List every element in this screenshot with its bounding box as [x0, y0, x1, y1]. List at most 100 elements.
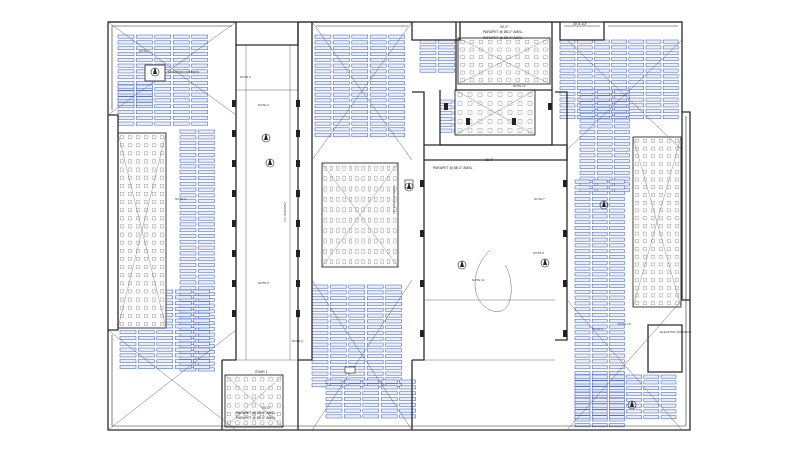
- solar-panel: [333, 98, 350, 103]
- solar-panel: [330, 360, 347, 364]
- mechanical-cell: [152, 200, 156, 204]
- mechanical-cell: [323, 186, 327, 192]
- mechanical-cell: [152, 281, 156, 286]
- solar-panel: [179, 164, 197, 169]
- mechanical-cell: [120, 135, 124, 139]
- solar-panel: [609, 266, 625, 271]
- mechanical-cell: [342, 165, 346, 171]
- solar-panel: [154, 110, 172, 114]
- solar-panel: [191, 92, 208, 97]
- solar-panel: [591, 208, 608, 213]
- note-label: NOTE 9: [592, 327, 603, 331]
- solar-panel: [574, 336, 591, 341]
- mechanical-cell: [643, 293, 647, 298]
- mechanical-cell: [457, 101, 463, 106]
- solar-panel: [628, 51, 645, 56]
- solar-panel: [662, 74, 679, 79]
- mechanical-cell: [368, 207, 371, 213]
- solar-panel: [314, 69, 332, 74]
- mechanical-cell: [152, 314, 156, 318]
- mechanical-cell: [342, 186, 346, 192]
- mechanical-cell: [651, 285, 655, 290]
- solar-panel: [314, 121, 332, 126]
- solar-panel: [366, 302, 384, 306]
- solar-panel: [179, 181, 197, 186]
- solar-panel: [626, 409, 642, 414]
- solar-panel: [366, 319, 384, 324]
- solar-panel: [662, 80, 679, 85]
- mechanical-cell: [380, 165, 384, 171]
- solar-panel: [117, 110, 135, 114]
- solar-panel: [609, 249, 625, 254]
- mechanical-cell: [380, 207, 384, 213]
- solar-panel: [591, 231, 608, 236]
- vent-icon: [296, 280, 300, 287]
- mechanical-cell: [349, 207, 352, 213]
- solar-panel: [385, 302, 402, 306]
- solar-panel: [596, 130, 613, 135]
- solar-panel: [179, 193, 197, 198]
- slope-line: [566, 39, 683, 151]
- mechanical-cell: [144, 281, 148, 286]
- solar-panel: [591, 336, 608, 341]
- solar-panel: [351, 57, 369, 62]
- mechanical-cell: [651, 162, 655, 166]
- solar-panel: [611, 51, 627, 56]
- solar-panel: [660, 415, 677, 420]
- solar-panel: [179, 176, 197, 180]
- mechanical-cell: [128, 232, 132, 237]
- solar-panel: [179, 280, 197, 285]
- mechanical-cell: [355, 165, 359, 171]
- mechanical-cell: [651, 262, 655, 267]
- solar-panel: [314, 81, 332, 85]
- mechanical-cell: [467, 92, 473, 97]
- solar-panel: [591, 324, 608, 329]
- solar-panel: [611, 39, 627, 44]
- solar-panel: [369, 40, 387, 45]
- mechanical-cell: [651, 247, 655, 251]
- solar-panel: [351, 92, 369, 97]
- mechanical-cell: [227, 394, 231, 399]
- solar-panel: [191, 104, 208, 109]
- mechanical-cell: [667, 255, 671, 259]
- mechanical-cell: [330, 207, 333, 213]
- solar-panel: [154, 57, 172, 62]
- mechanical-cell: [659, 208, 663, 213]
- solar-panel: [579, 136, 596, 140]
- mechanical-cell: [144, 240, 148, 245]
- solar-panel: [362, 379, 380, 384]
- solar-panel: [380, 391, 398, 396]
- slope-line: [107, 329, 237, 431]
- mechanical-cell: [487, 128, 493, 133]
- vent-icon: [232, 130, 236, 137]
- solar-panel: [591, 295, 608, 300]
- solar-panel: [156, 365, 174, 369]
- parapet-label: PARAPET @ 88'-0" AMSL: [483, 30, 523, 34]
- solar-panel: [609, 386, 625, 391]
- mechanical-cell: [323, 259, 327, 265]
- solar-panel: [333, 115, 350, 120]
- mechanical-cell: [507, 128, 513, 133]
- solar-panel: [351, 104, 369, 109]
- mechanical-cell: [160, 249, 164, 253]
- diagonal-line: [454, 89, 536, 136]
- mechanical-cell: [675, 146, 679, 151]
- solar-panel: [117, 84, 135, 89]
- solar-panel: [385, 354, 402, 359]
- mechanical-cell: [478, 78, 484, 82]
- solar-panel: [576, 45, 593, 50]
- mechanical-cell: [515, 47, 520, 52]
- solar-panel: [154, 104, 172, 109]
- mechanical-cell: [120, 257, 124, 261]
- mechanical-cell: [497, 128, 503, 133]
- solar-panel: [626, 403, 642, 408]
- solar-panel: [325, 379, 343, 384]
- mechanical-cell: [659, 262, 663, 267]
- mechanical-cell: [667, 301, 671, 305]
- solar-panel: [388, 75, 405, 80]
- solar-panel: [614, 141, 630, 146]
- solar-panel: [351, 52, 369, 56]
- solar-panel: [574, 249, 591, 254]
- mechanical-cell: [488, 70, 493, 75]
- solar-panel: [614, 107, 630, 111]
